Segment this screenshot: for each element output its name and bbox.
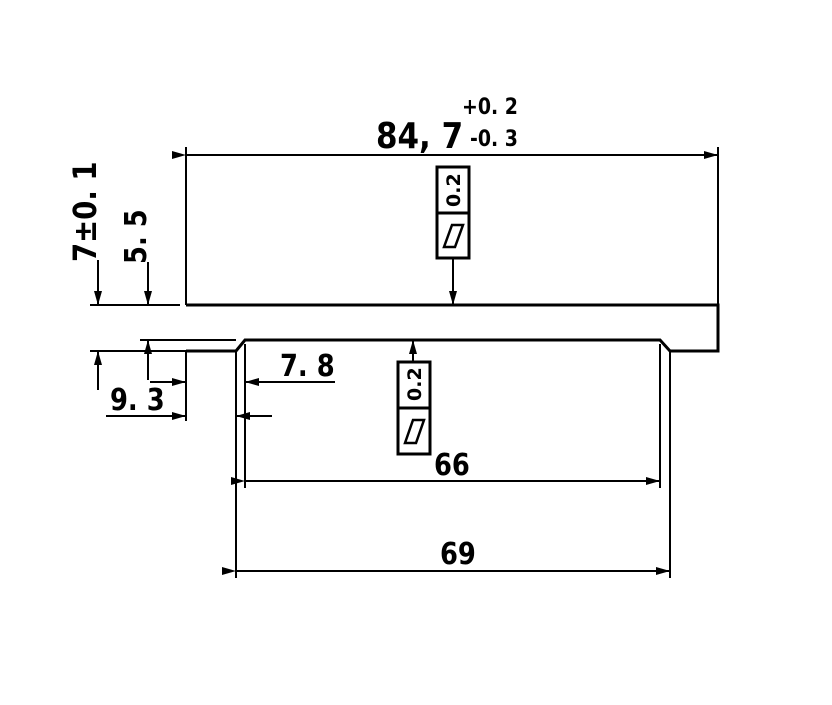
dim-step-height: 5. 5 [118, 209, 154, 380]
dim-inner-offset: 7. 8 [150, 348, 335, 386]
dim-total-width-lower-tol: -0. 3 [470, 126, 518, 152]
dim-total-width-upper-tol: +0. 2 [462, 94, 518, 120]
bottom-flatness-frame: 0.2 [396, 340, 432, 456]
dim-outer-width: 69 [222, 536, 670, 575]
flatness-icon [403, 418, 426, 445]
dim-outer-offset: 9. 3 [106, 382, 272, 420]
dim-total-height: 7±0. 1 [67, 162, 105, 390]
dim-step-height-value: 5. 5 [118, 209, 153, 264]
dim-inner-width-value: 66 [434, 447, 470, 482]
dim-total-width: 84, 7 +0. 2 -0. 3 [172, 94, 718, 159]
part-outline [186, 303, 720, 353]
top-flatness-frame: 0.2 [435, 165, 471, 305]
bottom-flatness-value: 0.2 [404, 367, 426, 401]
dim-outer-offset-value: 9. 3 [110, 382, 165, 417]
flatness-icon [442, 223, 465, 249]
dim-outer-width-value: 69 [440, 536, 476, 571]
top-flatness-value: 0.2 [443, 173, 465, 207]
dim-inner-offset-value: 7. 8 [280, 348, 335, 383]
dim-total-width-value: 84, 7 [376, 115, 463, 157]
dim-inner-width: 66 [231, 447, 660, 485]
dim-total-height-value: 7±0. 1 [67, 162, 105, 262]
